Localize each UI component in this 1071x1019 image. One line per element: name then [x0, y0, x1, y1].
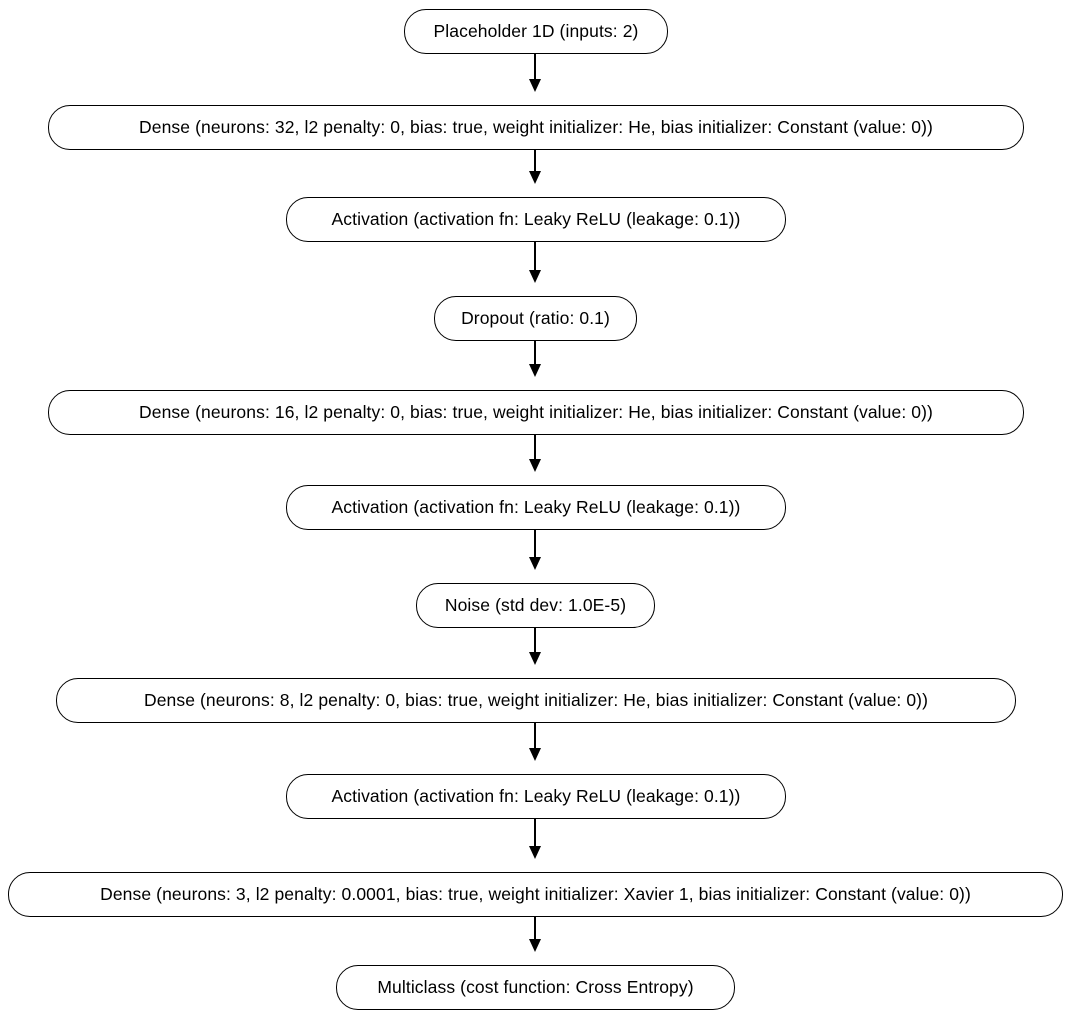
- edge-placeholder-to-dense-32: [534, 54, 536, 81]
- node-label-activation-3: Activation (activation fn: Leaky ReLU (l…: [331, 785, 741, 806]
- node-activation-3[interactable]: Activation (activation fn: Leaky ReLU (l…: [286, 774, 786, 819]
- arrowhead-icon: [528, 270, 541, 283]
- arrowhead-icon: [528, 939, 541, 952]
- edge-dense-3-to-multiclass: [534, 917, 536, 941]
- edge-activation-2-to-noise: [534, 530, 536, 559]
- edge-dropout-to-dense-16: [534, 341, 536, 366]
- edge-dense-16-to-activation-2: [534, 435, 536, 461]
- arrowhead-icon: [528, 364, 541, 377]
- node-label-noise: Noise (std dev: 1.0E-5): [444, 594, 627, 615]
- edge-dense-32-to-activation-1: [534, 150, 536, 173]
- node-placeholder[interactable]: Placeholder 1D (inputs: 2): [404, 9, 668, 54]
- node-label-dense-16: Dense (neurons: 16, l2 penalty: 0, bias:…: [139, 401, 933, 422]
- node-label-placeholder: Placeholder 1D (inputs: 2): [433, 20, 639, 41]
- node-dense-32[interactable]: Dense (neurons: 32, l2 penalty: 0, bias:…: [48, 105, 1024, 150]
- node-label-activation-2: Activation (activation fn: Leaky ReLU (l…: [331, 496, 741, 517]
- arrowhead-icon: [528, 79, 541, 92]
- node-dropout[interactable]: Dropout (ratio: 0.1): [434, 296, 637, 341]
- arrowhead-icon: [528, 652, 541, 665]
- edge-activation-3-to-dense-3: [534, 819, 536, 848]
- node-activation-2[interactable]: Activation (activation fn: Leaky ReLU (l…: [286, 485, 786, 530]
- node-label-activation-1: Activation (activation fn: Leaky ReLU (l…: [331, 208, 741, 229]
- edge-activation-1-to-dropout: [534, 242, 536, 272]
- node-label-dense-3: Dense (neurons: 3, l2 penalty: 0.0001, b…: [100, 883, 971, 904]
- node-multiclass[interactable]: Multiclass (cost function: Cross Entropy…: [336, 965, 735, 1010]
- node-dense-16[interactable]: Dense (neurons: 16, l2 penalty: 0, bias:…: [48, 390, 1024, 435]
- node-label-multiclass: Multiclass (cost function: Cross Entropy…: [377, 976, 694, 997]
- node-noise[interactable]: Noise (std dev: 1.0E-5): [416, 583, 655, 628]
- node-label-dense-32: Dense (neurons: 32, l2 penalty: 0, bias:…: [139, 116, 933, 137]
- node-dense-3[interactable]: Dense (neurons: 3, l2 penalty: 0.0001, b…: [8, 872, 1063, 917]
- node-dense-8[interactable]: Dense (neurons: 8, l2 penalty: 0, bias: …: [56, 678, 1016, 723]
- node-activation-1[interactable]: Activation (activation fn: Leaky ReLU (l…: [286, 197, 786, 242]
- node-label-dropout: Dropout (ratio: 0.1): [461, 307, 610, 328]
- arrowhead-icon: [528, 748, 541, 761]
- arrowhead-icon: [528, 459, 541, 472]
- arrowhead-icon: [528, 846, 541, 859]
- node-label-dense-8: Dense (neurons: 8, l2 penalty: 0, bias: …: [143, 689, 929, 710]
- edge-noise-to-dense-8: [534, 628, 536, 654]
- arrowhead-icon: [528, 557, 541, 570]
- arrowhead-icon: [528, 171, 541, 184]
- edge-dense-8-to-activation-3: [534, 723, 536, 750]
